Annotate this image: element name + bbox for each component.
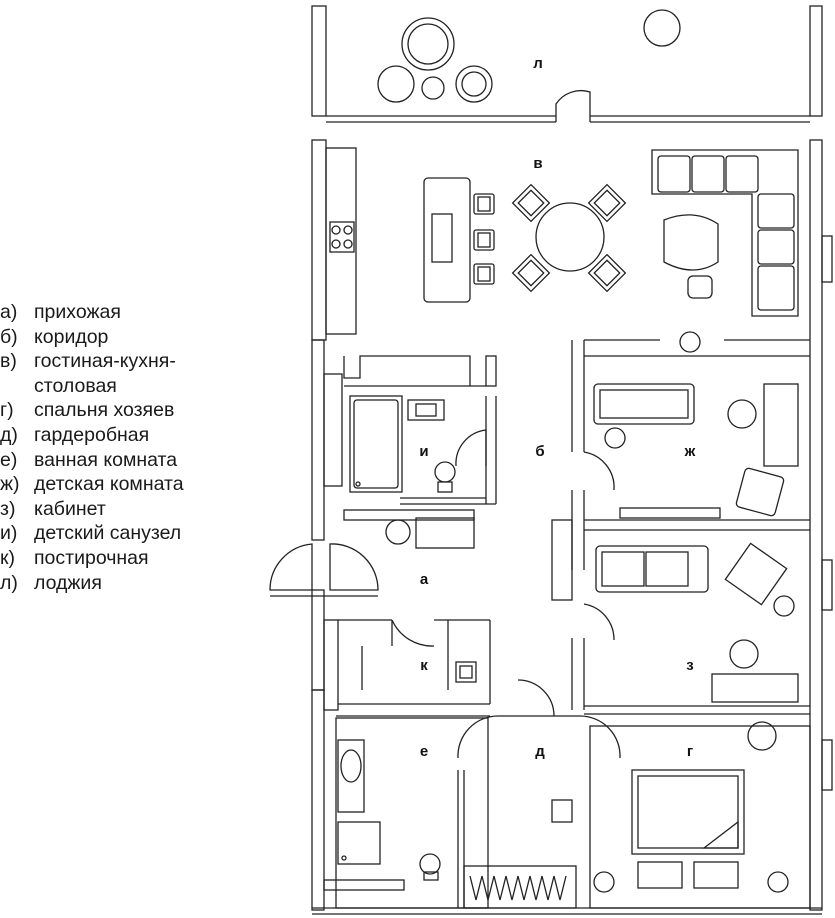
legend-item: л)лоджия	[0, 571, 102, 594]
exterior-walls	[311, 5, 833, 915]
entrance-door	[269, 543, 379, 597]
legend-item: и)детский санузел	[0, 522, 182, 545]
legend-item: з)кабинет	[0, 497, 106, 520]
legend-item: к)постирочная	[0, 546, 149, 569]
kitchen-counter	[325, 147, 357, 335]
room-label-zh: ж	[684, 443, 696, 460]
legend-item: б)коридор	[0, 325, 109, 348]
legend-item: а)прихожая	[0, 301, 121, 323]
room-label-l: л	[533, 55, 543, 72]
wardrobe	[457, 679, 621, 909]
room-label-e: е	[420, 743, 428, 760]
room-label-z: з	[686, 657, 693, 674]
room-label-i: и	[419, 443, 428, 460]
dining-set	[511, 183, 627, 293]
legend-item: г)спальня хозяев	[0, 399, 175, 422]
kids-room-furniture	[593, 383, 799, 519]
laundry	[323, 619, 491, 711]
child-bathroom	[323, 355, 497, 505]
corridor-walls	[551, 339, 810, 715]
hall-furniture	[343, 509, 475, 549]
legend-item: д)гардеробная	[0, 423, 150, 446]
corner-sofa	[651, 149, 799, 317]
room-label-a: а	[420, 571, 429, 588]
study-furniture	[595, 542, 799, 703]
kitchen-island	[423, 177, 495, 303]
legend-item: в)гостиная-кухня- столовая	[0, 350, 176, 397]
legend-item: ж)детская комната	[0, 473, 184, 496]
room-label-g: г	[687, 743, 693, 760]
room-label-b: б	[535, 443, 544, 460]
master-bathroom	[323, 715, 490, 909]
room-legend: а)прихожая б)коридор в)гостиная-кухня- с…	[0, 300, 184, 595]
loggia-furniture	[377, 9, 681, 103]
master-bedroom-furniture	[589, 721, 811, 909]
legend-item: е)ванная комната	[0, 448, 178, 471]
room-labels: л в и б ж а к з е д г	[419, 55, 695, 760]
room-label-k: к	[420, 657, 428, 674]
room-label-d: д	[535, 743, 545, 760]
loggia-door	[555, 89, 591, 122]
living-lamp	[679, 331, 701, 353]
room-label-v: в	[533, 155, 542, 172]
